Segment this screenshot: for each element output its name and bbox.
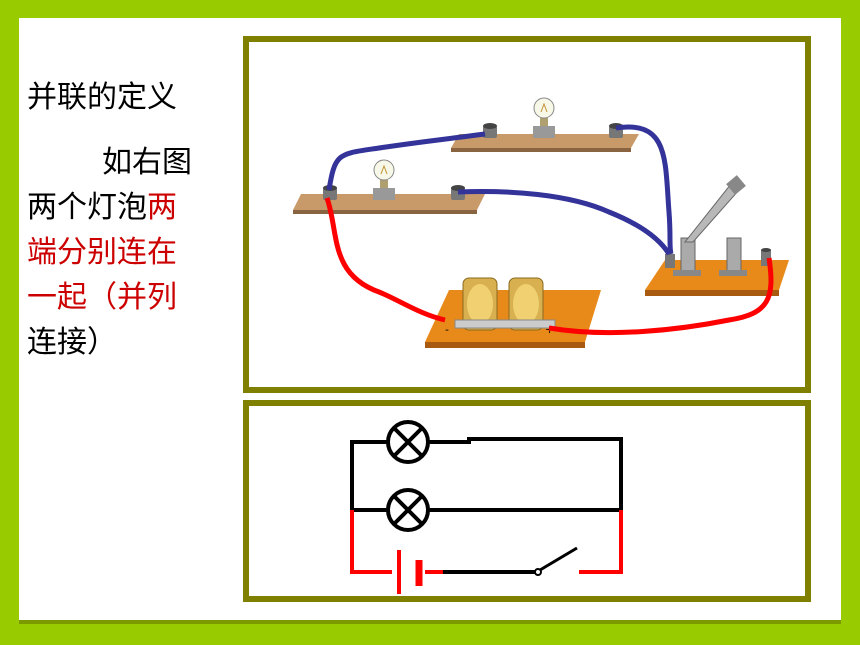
parallel-branches: [350, 437, 623, 512]
para-line-5: 连接）: [27, 325, 117, 360]
lamp-symbol-icon: [386, 488, 430, 532]
bulb-icon: [533, 97, 555, 138]
para-line-2: 两个灯泡两: [27, 190, 177, 225]
definition-text: 并联的定义 如右图 两个灯泡两 端分别连在 一起（并列 连接）: [27, 75, 227, 365]
para-line-4: 一起（并列: [27, 280, 177, 315]
battery-icon: - +: [425, 277, 601, 348]
blue-wire-right-bottom: [457, 189, 672, 256]
red-wire-left: [324, 197, 446, 323]
lower-lamp-board: [293, 159, 485, 214]
main-loop-red: [350, 510, 623, 574]
lamp-symbol-icon: [386, 420, 430, 464]
switch-symbol-icon: [443, 546, 578, 576]
knife-switch-icon: [645, 175, 789, 296]
schematic-panel: [243, 400, 811, 602]
definition-paragraph: 如右图 两个灯泡两 端分别连在 一起（并列 连接）: [27, 140, 227, 365]
upper-lamp-board: [451, 97, 639, 152]
bottom-rule: [19, 620, 841, 624]
para-line-1: 如右图: [102, 145, 192, 180]
bulb-icon: [373, 159, 395, 200]
schematic-diagram: [350, 420, 623, 594]
battery-minus-label: -: [445, 323, 449, 336]
slide-heading: 并联的定义: [27, 80, 177, 115]
red-wire-right: [548, 257, 774, 336]
para-line-3: 端分别连在: [27, 235, 177, 270]
circuit-illustration: - +: [293, 97, 789, 348]
blue-wire-left: [326, 131, 486, 191]
blue-wire-right-top: [615, 124, 674, 255]
battery-symbol-icon: [397, 550, 423, 594]
circuit-photo-panel: - +: [243, 36, 811, 393]
